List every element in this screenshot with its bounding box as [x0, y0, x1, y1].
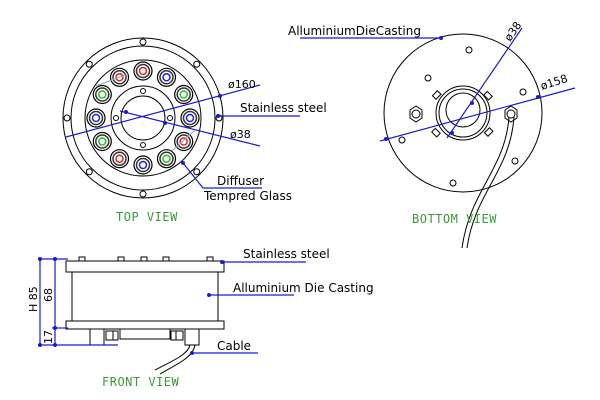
dim-label-38-bottom: ø38	[502, 19, 525, 43]
bolt	[519, 88, 527, 96]
caption-front-view: FRONT VIEW	[102, 375, 180, 389]
led-green	[174, 84, 194, 105]
dim-label-17: 17	[42, 330, 55, 344]
bottom-housing	[383, 33, 543, 193]
bottom-bolts	[398, 46, 527, 187]
dim-label-68: 68	[42, 288, 55, 302]
center-hole	[120, 95, 166, 141]
bolt	[398, 136, 406, 144]
top-view: ø160 Stainless steel ø38 Diffuser Tempre…	[62, 37, 327, 224]
front-top-plate	[65, 260, 225, 273]
led-blue	[180, 108, 200, 128]
dim-line-38	[119, 110, 261, 147]
cable-bottom	[461, 116, 510, 249]
inner-bolt	[140, 88, 146, 94]
bolt	[139, 190, 147, 198]
outer-ring-inner	[70, 45, 216, 191]
bolt	[465, 46, 473, 54]
led-array	[86, 61, 200, 175]
inner-bolt	[113, 115, 119, 121]
clamps	[431, 90, 494, 138]
bolt	[511, 157, 519, 165]
inner-bolt	[167, 115, 173, 121]
leader-diffuser	[182, 162, 262, 189]
caption-bottom-view: BOTTOM VIEW	[412, 212, 497, 226]
led-blue	[156, 67, 177, 87]
bottom-center	[445, 92, 481, 128]
front-base-plate	[65, 320, 225, 330]
led-ring	[84, 59, 202, 177]
bottom-view: AlluminiumDieCasting ø38 ø158 BOTTOM VIE…	[288, 19, 576, 249]
dim-label-38: ø38	[230, 128, 251, 141]
front-top-bolts	[78, 256, 214, 262]
led-green	[92, 131, 112, 152]
bolt	[424, 74, 432, 82]
label-tempered-glass: Tempred Glass	[203, 189, 292, 203]
label-front-stainless: Stainless steel	[243, 247, 330, 261]
led-green	[156, 149, 177, 169]
outer-ring	[62, 37, 224, 199]
bolt	[139, 38, 147, 46]
dim-label-158: ø158	[539, 72, 569, 93]
led-red	[174, 131, 194, 152]
bolt	[63, 114, 71, 122]
outer-bolts	[63, 38, 223, 198]
label-stainless-steel: Stainless steel	[240, 101, 327, 115]
dim-line-160	[65, 84, 261, 138]
led-red	[109, 149, 130, 169]
led-red	[133, 61, 153, 81]
front-view: H 85 68 17 Stainless steel Alluminium Di…	[27, 247, 374, 389]
led-green	[92, 84, 112, 105]
bolt	[193, 60, 201, 68]
label-aluminium-top: AlluminiumDieCasting	[288, 24, 421, 38]
label-diffuser: Diffuser	[217, 174, 264, 188]
dim-line-158	[379, 87, 576, 142]
front-glands	[89, 328, 200, 346]
bottom-flange-inner	[438, 88, 488, 138]
inner-bolt	[140, 142, 146, 148]
dim-label-h85: H 85	[27, 286, 40, 312]
bolt	[449, 179, 457, 187]
front-body	[71, 271, 219, 322]
caption-top-view: TOP VIEW	[116, 210, 178, 224]
bolt	[85, 168, 93, 176]
plug-left	[409, 105, 423, 123]
bottom-flange	[435, 85, 491, 141]
center-ring	[110, 85, 176, 151]
label-front-aluminium: Alluminium Die Casting	[233, 281, 374, 295]
front-base-box	[119, 328, 171, 340]
cable-front	[154, 344, 191, 371]
label-cable: Cable	[217, 339, 251, 353]
led-blue	[86, 108, 106, 128]
inner-bolts	[113, 88, 173, 148]
bolt	[193, 168, 201, 176]
led-blue	[133, 155, 153, 175]
dim-label-160: ø160	[228, 78, 256, 91]
bolt	[85, 60, 93, 68]
